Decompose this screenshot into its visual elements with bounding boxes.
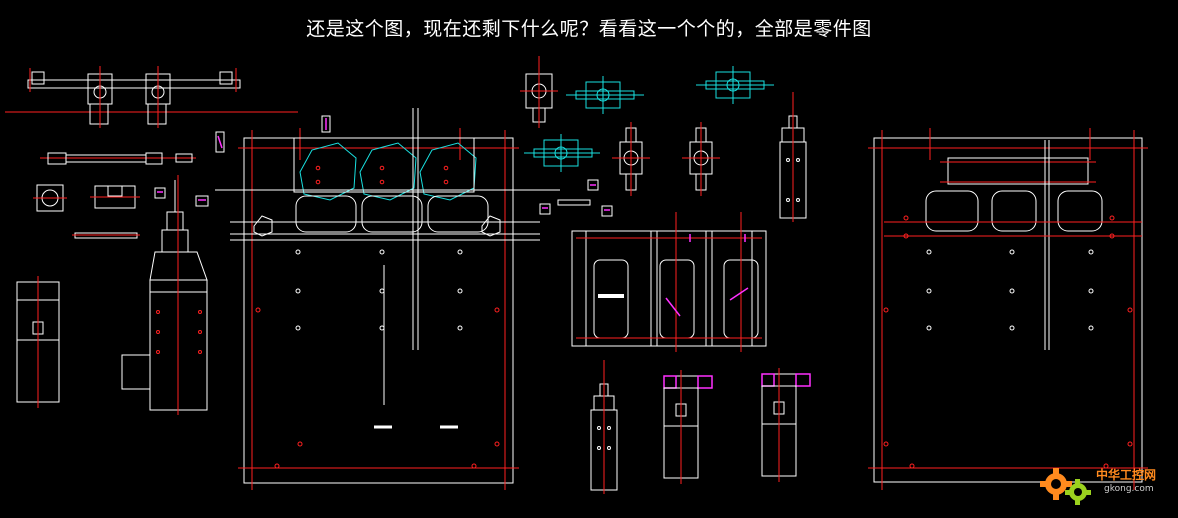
pocket-frame-center	[571, 212, 767, 352]
main-plate-left	[215, 108, 560, 490]
bearing-mounts	[520, 56, 774, 217]
motor-blocks-bottom	[663, 368, 811, 484]
guided-cylinder-top	[779, 92, 807, 222]
gear-logo-icon	[1040, 468, 1091, 505]
main-plate-right	[868, 128, 1148, 490]
air-cylinder	[40, 152, 196, 165]
watermark-name: 中华工控网	[1096, 468, 1157, 482]
small-fittings	[33, 131, 225, 239]
rail-assembly	[5, 66, 298, 128]
spindle-motor	[121, 175, 208, 415]
caption-text: 还是这个图，现在还剩下什么呢？看看这一个个的，全部是零件图	[306, 18, 872, 40]
watermark-url: gkong.com	[1104, 484, 1154, 494]
motor-block-left	[16, 276, 60, 408]
watermark: 中华工控网 gkong.com	[1034, 458, 1174, 514]
guided-cylinder-bottom	[590, 360, 618, 494]
